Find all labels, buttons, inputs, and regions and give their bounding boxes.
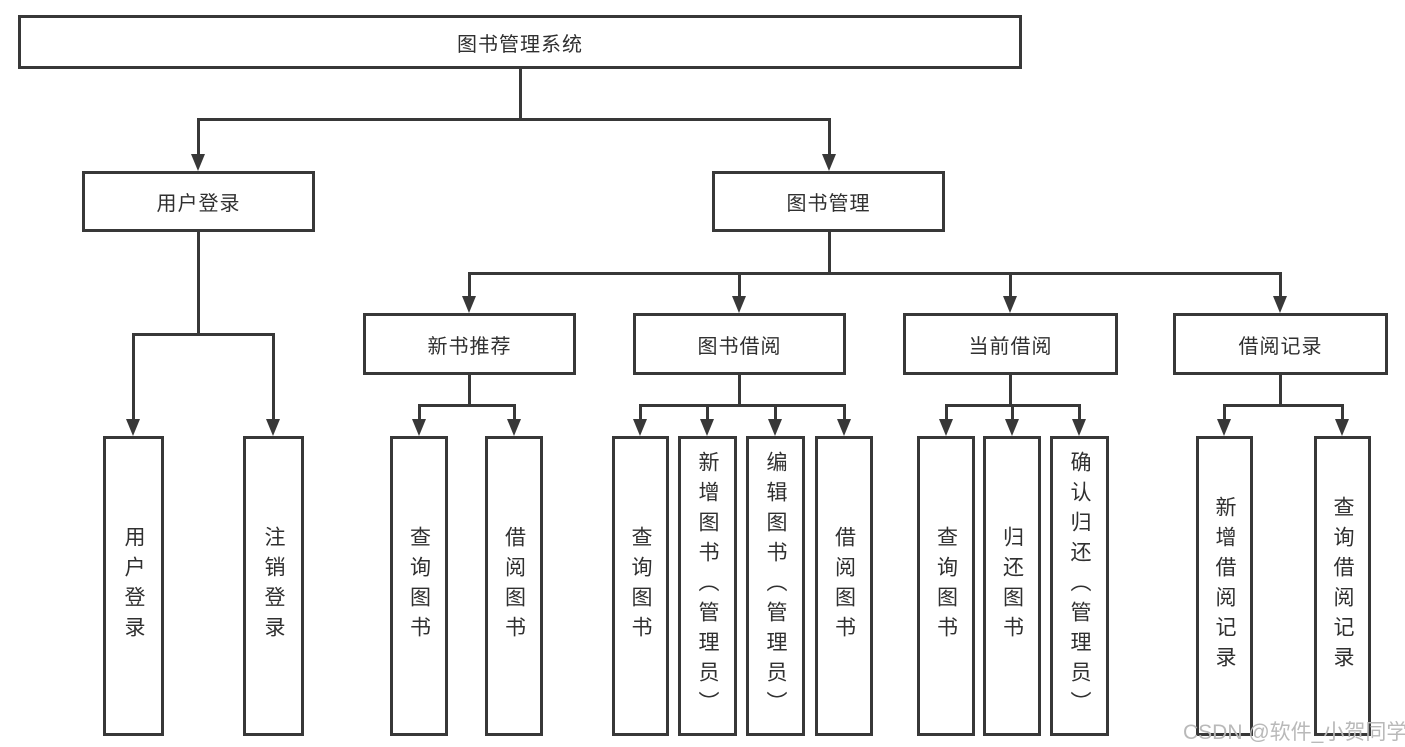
connector-drop xyxy=(706,404,709,420)
connector-records-vline xyxy=(1279,375,1282,407)
leaf-return-books: 归还图书 xyxy=(983,436,1041,736)
arrow-down-icon xyxy=(412,419,426,436)
connector-newbooks-vline xyxy=(468,375,471,407)
node-label: 新书推荐 xyxy=(427,335,512,358)
connector-drop xyxy=(1078,404,1081,420)
arrow-down-icon xyxy=(1335,419,1349,436)
connector-drop xyxy=(945,404,948,420)
node-current-borrowing: 当前借阅 xyxy=(903,313,1118,375)
node-label: 查询图书 xyxy=(407,526,431,646)
arrow-down-icon xyxy=(939,419,953,436)
node-label: 用户登录 xyxy=(156,193,241,215)
arrow-down-icon xyxy=(462,296,476,313)
leaf-borrow-books-1: 借阅图书 xyxy=(485,436,543,736)
connector-drop xyxy=(738,272,741,298)
arrow-down-icon xyxy=(1003,296,1017,313)
arrow-down-icon xyxy=(822,154,836,171)
leaf-logout: 注销登录 xyxy=(243,436,304,736)
node-label: 查询借阅记录 xyxy=(1331,496,1354,676)
connector-drop xyxy=(418,404,421,420)
leaf-query-books-3: 查询图书 xyxy=(917,436,975,736)
leaf-edit-books-admin: 编辑图书（管理员） xyxy=(746,436,805,736)
arrow-down-icon xyxy=(837,419,851,436)
leaf-confirm-return-admin: 确认归还（管理员） xyxy=(1050,436,1109,736)
leaf-query-books-1: 查询图书 xyxy=(390,436,448,736)
connector-drop xyxy=(843,404,846,420)
connector-drop xyxy=(1223,404,1226,420)
leaf-user-login: 用户登录 xyxy=(103,436,164,736)
arrow-down-icon xyxy=(1072,419,1086,436)
node-label: 借阅图书 xyxy=(832,526,856,646)
node-book-borrowing: 图书借阅 xyxy=(633,313,846,375)
arrow-down-icon xyxy=(1005,419,1019,436)
arrow-down-icon xyxy=(1273,296,1287,313)
connector-root-vline xyxy=(519,68,522,120)
arrow-down-icon xyxy=(191,154,205,171)
connector-drop xyxy=(132,333,135,419)
connector-newbooks-hline xyxy=(418,404,516,407)
arrow-down-icon xyxy=(732,296,746,313)
node-label: 确认归还（管理员） xyxy=(1068,451,1091,721)
node-label: 图书管理 xyxy=(786,193,871,215)
connector-root-hline xyxy=(197,118,831,121)
connector-userlogin-hline xyxy=(132,333,275,336)
csdn-watermark: CSDN @软件_小贺同学 xyxy=(1183,721,1405,744)
node-label: 查询图书 xyxy=(934,526,958,646)
node-label: 图书借阅 xyxy=(697,335,782,358)
connector-currentborrow-vline xyxy=(1009,375,1012,407)
connector-drop xyxy=(774,404,777,420)
connector-records-hline xyxy=(1223,404,1343,407)
node-label: 借阅图书 xyxy=(502,526,526,646)
connector-bookmgmt-vline xyxy=(828,232,831,275)
arrow-down-icon xyxy=(126,419,140,436)
leaf-borrow-books-2: 借阅图书 xyxy=(815,436,873,736)
connector-drop xyxy=(1341,404,1344,420)
leaf-query-borrow-record: 查询借阅记录 xyxy=(1314,436,1371,736)
leaf-add-books-admin: 新增图书（管理员） xyxy=(678,436,737,736)
connector-drop xyxy=(513,404,516,420)
leaf-query-books-2: 查询图书 xyxy=(612,436,669,736)
node-label: 当前借阅 xyxy=(968,335,1053,358)
node-label: 查询图书 xyxy=(629,526,652,646)
node-book-management: 图书管理 xyxy=(712,171,945,232)
node-label: 注销登录 xyxy=(262,526,285,646)
node-root-library-system: 图书管理系统 xyxy=(18,15,1022,69)
arrow-down-icon xyxy=(266,419,280,436)
connector-drop xyxy=(1279,272,1282,298)
connector-drop-user-login xyxy=(197,118,200,156)
connector-drop xyxy=(468,272,471,298)
arrow-down-icon xyxy=(1217,419,1231,436)
arrow-down-icon xyxy=(507,419,521,436)
node-label: 借阅记录 xyxy=(1238,335,1323,358)
node-label: 编辑图书（管理员） xyxy=(764,451,787,721)
connector-userlogin-vline xyxy=(197,232,200,336)
node-label: 归还图书 xyxy=(1000,526,1024,646)
connector-drop xyxy=(1011,404,1014,420)
connector-drop xyxy=(639,404,642,420)
node-new-book-recommend: 新书推荐 xyxy=(363,313,576,375)
node-borrowing-records: 借阅记录 xyxy=(1173,313,1388,375)
connector-drop xyxy=(272,333,275,419)
node-user-login: 用户登录 xyxy=(82,171,315,232)
arrow-down-icon xyxy=(633,419,647,436)
arrow-down-icon xyxy=(700,419,714,436)
node-label: 新增图书（管理员） xyxy=(696,451,719,721)
arrow-down-icon xyxy=(768,419,782,436)
connector-bookmgmt-hline xyxy=(468,272,1282,275)
leaf-add-borrow-record: 新增借阅记录 xyxy=(1196,436,1253,736)
node-label: 新增借阅记录 xyxy=(1213,496,1236,676)
connector-bookborrow-hline xyxy=(639,404,845,407)
node-label: 图书管理系统 xyxy=(457,33,583,56)
connector-bookborrow-vline xyxy=(738,375,741,407)
connector-drop-book-mgmt xyxy=(828,118,831,156)
node-label: 用户登录 xyxy=(122,526,145,646)
connector-drop xyxy=(1009,272,1012,298)
